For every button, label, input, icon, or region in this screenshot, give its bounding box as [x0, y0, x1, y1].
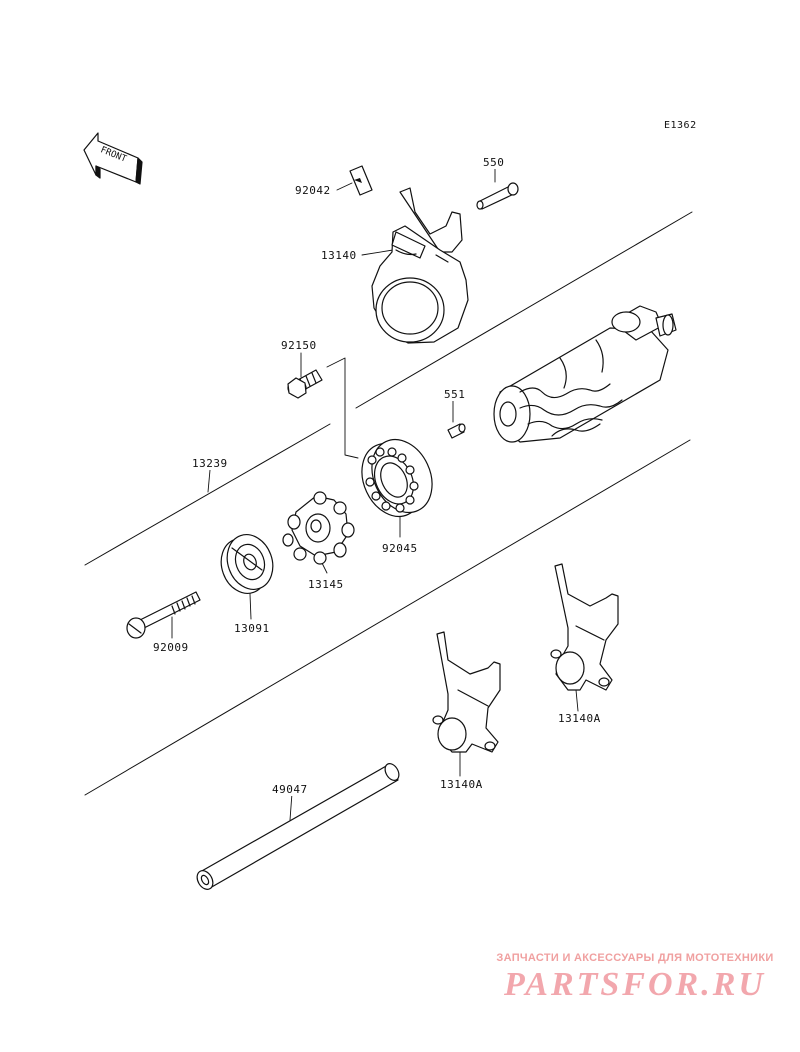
part-label-13140a-left[interactable]: 13140A	[439, 778, 484, 791]
part-label-92009[interactable]: 92009	[152, 641, 190, 654]
shift-fork-13140a-left	[432, 631, 501, 753]
part-label-13140[interactable]: 13140	[320, 249, 358, 262]
diagram-code: E1362	[664, 120, 697, 131]
part-label-92150[interactable]: 92150	[280, 339, 318, 352]
part-label-13140a-right[interactable]: 13140A	[557, 712, 602, 725]
part-label-92042[interactable]: 92042	[294, 184, 332, 197]
drum-cam-13145	[282, 491, 355, 565]
pin-550	[476, 182, 519, 210]
axis-lines	[84, 211, 693, 796]
shaft-49047	[196, 763, 400, 890]
shift-drum	[493, 305, 677, 443]
part-label-92045[interactable]: 92045	[381, 542, 419, 555]
part-label-551[interactable]: 551	[443, 388, 467, 401]
part-label-13091[interactable]: 13091	[233, 622, 271, 635]
watermark-caption: ЗАПЧАСТИ И АКСЕССУАРЫ ДЛЯ МОТОТЕХНИКИ	[496, 952, 774, 964]
shift-fork-13140a-right	[550, 563, 619, 691]
part-label-13145[interactable]: 13145	[307, 578, 345, 591]
leader-lines	[171, 167, 579, 821]
part-label-550[interactable]: 550	[482, 156, 506, 169]
bearing-92045	[361, 438, 433, 518]
pin-clip-92042	[349, 165, 373, 196]
bolt-92150	[287, 369, 323, 399]
screw-92009	[126, 591, 201, 639]
plate-13091	[220, 534, 274, 594]
shift-fork-13140	[371, 187, 469, 344]
dowel-pin-551	[447, 423, 466, 439]
watermark-logo: PARTSFOR.RU	[504, 966, 766, 1003]
part-label-49047[interactable]: 49047	[271, 783, 309, 796]
part-label-13239[interactable]: 13239	[191, 457, 229, 470]
front-arrow-icon: FRONT	[83, 132, 143, 185]
